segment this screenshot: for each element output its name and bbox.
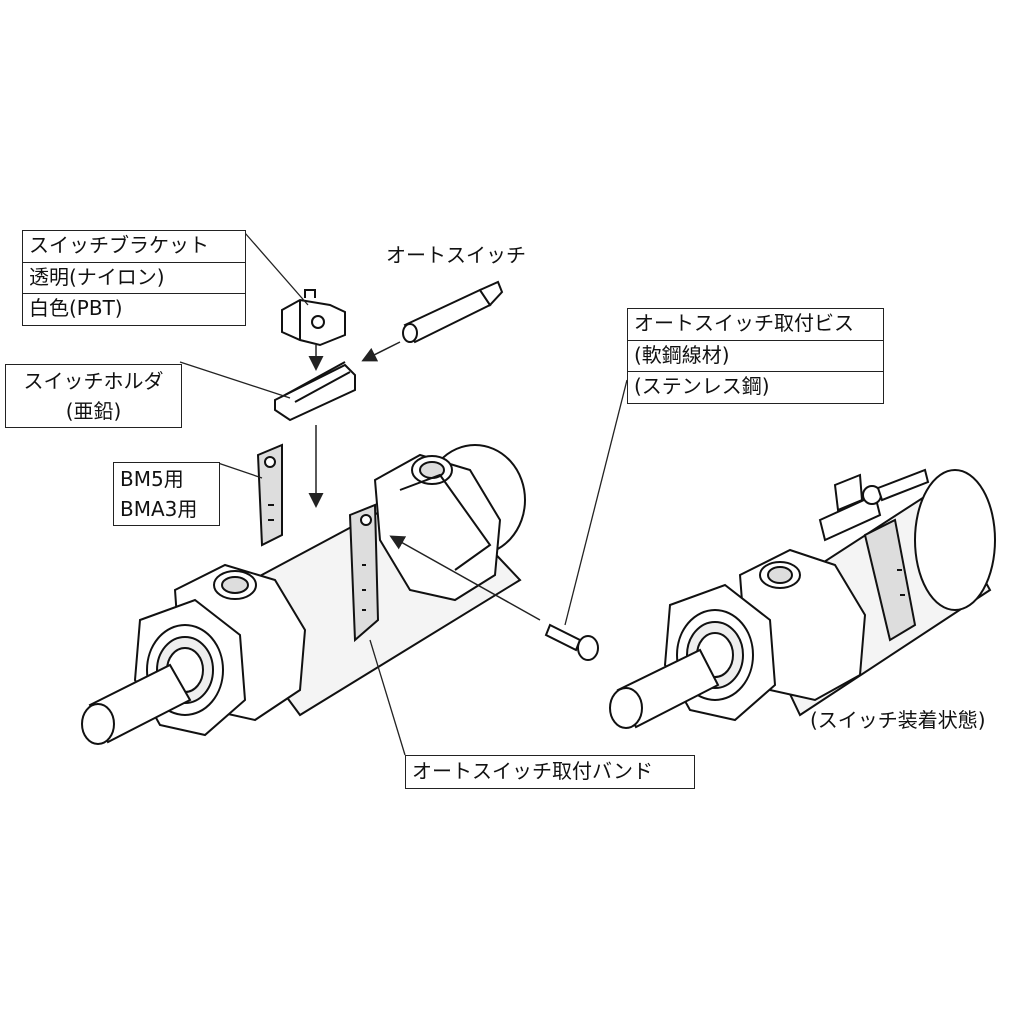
mounting-screw-material-stainless: (ステンレス鋼)	[628, 371, 883, 400]
mounted-state-label: (スイッチ装着状態)	[810, 708, 986, 732]
auto-switch-label: オートスイッチ	[386, 243, 526, 267]
band-model-bma3: BMA3用	[120, 497, 198, 521]
switch-holder-label-box: スイッチホルダ (亜鉛)	[5, 364, 182, 428]
switch-bracket-part	[281, 289, 346, 347]
switch-holder-material: (亜鉛)	[65, 399, 122, 423]
switch-bracket-label-box: スイッチブラケット 透明(ナイロン) 白色(PBT)	[22, 230, 246, 326]
mounting-screw-label: オートスイッチ取付ビス	[634, 311, 854, 335]
band-model-bm5: BM5用	[120, 467, 184, 491]
left-cylinder	[81, 444, 526, 745]
band-model-label-box: BM5用 BMA3用	[113, 462, 220, 526]
mounting-screw-part	[544, 623, 599, 661]
switch-bracket-label: スイッチブラケット	[29, 233, 209, 257]
switch-holder-label: スイッチホルダ	[23, 369, 164, 393]
mounting-band-label: オートスイッチ取付バンド	[412, 759, 653, 783]
switch-bracket-material-nylon: 透明(ナイロン)	[23, 262, 245, 291]
mounting-screw-material-steel-wire: (軟鋼線材)	[628, 340, 883, 369]
right-cylinder	[609, 468, 996, 729]
mounting-band-label-box: オートスイッチ取付バンド	[405, 755, 695, 789]
mounting-screw-label-box: オートスイッチ取付ビス (軟鋼線材) (ステンレス鋼)	[627, 308, 884, 404]
switch-holder-part	[274, 361, 356, 422]
assembly-arrows	[308, 341, 541, 621]
band-part	[256, 443, 283, 547]
switch-bracket-material-pbt: 白色(PBT)	[23, 293, 245, 322]
auto-switch-part	[402, 280, 504, 344]
leader-lines	[179, 232, 628, 756]
